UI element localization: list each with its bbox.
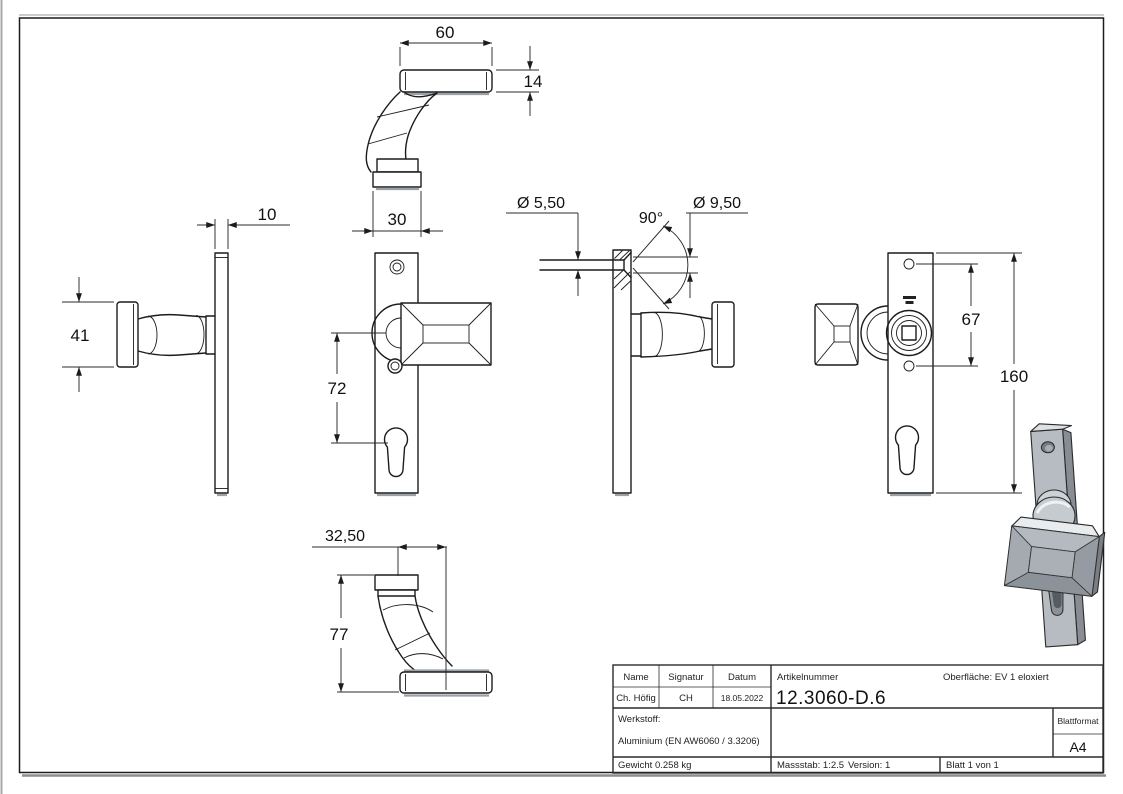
dim-label-90deg: 90° — [639, 210, 663, 227]
top-view: 60 14 30 — [352, 23, 542, 237]
blatt-value: Blatt 1 von 1 — [946, 760, 999, 771]
dim-label-77: 77 — [330, 625, 349, 644]
dim-60: 60 — [399, 23, 493, 66]
title-signatur-label: Signatur — [668, 672, 703, 683]
blattformat-value: A4 — [1069, 739, 1086, 755]
bottom-view: 32,50 77 — [312, 528, 493, 697]
section-view-knob — [711, 301, 735, 368]
title-datum-value: 18.05.2022 — [721, 693, 764, 703]
dim-label-160: 160 — [1000, 367, 1028, 386]
dim-77: 77 — [330, 574, 399, 693]
dim-label-dia-5-50: Ø 5,50 — [517, 195, 565, 212]
front-view-knob — [400, 302, 492, 366]
title-name-label: Name — [623, 672, 648, 683]
title-datum-label: Datum — [728, 672, 756, 683]
title-signatur-value: CH — [679, 693, 693, 704]
section-view: 90° Ø 5,50 Ø 9,50 — [506, 195, 748, 497]
dim-dia-5-50: Ø 5,50 — [506, 195, 581, 296]
dim-label-60: 60 — [436, 23, 455, 42]
dim-label-32-50: 32,50 — [325, 528, 365, 545]
blattformat-label: Blattformat — [1057, 716, 1099, 726]
section-view-plate — [612, 249, 632, 494]
front-view: 72 — [328, 252, 492, 497]
massstab-value: Massstab: 1:2.5 — [777, 760, 844, 771]
dim-label-14: 14 — [524, 72, 543, 91]
dim-10: 10 — [197, 205, 290, 249]
dim-label-dia-9-50: Ø 9,50 — [693, 195, 741, 212]
title-block: Name Signatur Datum Artikelnummer Oberfl… — [612, 664, 1104, 774]
spindle-hole — [885, 309, 933, 357]
drawing-frame — [18, 17, 1105, 774]
title-name-value: Ch. Höfig — [616, 693, 656, 704]
rear-view-knob — [814, 303, 859, 366]
dim-14: 14 — [496, 46, 542, 116]
dim-30: 30 — [352, 191, 443, 237]
dim-32-50: 32,50 — [312, 528, 447, 690]
left-view: 10 41 — [62, 205, 290, 497]
title-artikelnummer-label: Artikelnummer — [777, 672, 838, 683]
werkstoff-value: Aluminium (EN AW6060 / 3.3206) — [618, 736, 760, 747]
rear-view: 67 160 — [814, 252, 1028, 497]
left-view-plate — [214, 252, 229, 494]
iso-knob — [1003, 516, 1106, 597]
version-value: Version: 1 — [848, 760, 890, 771]
left-view-knob — [116, 301, 139, 368]
dim-72: 72 — [328, 332, 388, 444]
dim-label-67: 67 — [962, 310, 981, 329]
dim-label-10: 10 — [258, 205, 277, 224]
gewicht-value: Gewicht 0.258 kg — [618, 760, 691, 771]
dim-67: 67 — [916, 263, 981, 367]
werkstoff-label: Werkstoff: — [618, 714, 660, 725]
dim-label-30: 30 — [388, 210, 407, 229]
section-hatching — [613, 250, 631, 291]
iso-view — [1003, 423, 1106, 648]
dim-90deg: 90° — [632, 210, 689, 310]
dim-dia-9-50: Ø 9,50 — [633, 195, 748, 298]
article-number: 12.3060-D.6 — [776, 688, 886, 709]
dim-41: 41 — [62, 277, 114, 392]
brand-mark — [903, 296, 916, 299]
dim-label-72: 72 — [328, 379, 347, 398]
dim-160: 160 — [936, 252, 1028, 494]
title-oberflaeche: Oberfläche: EV 1 eloxiert — [943, 672, 1049, 683]
dim-label-41: 41 — [71, 326, 90, 345]
